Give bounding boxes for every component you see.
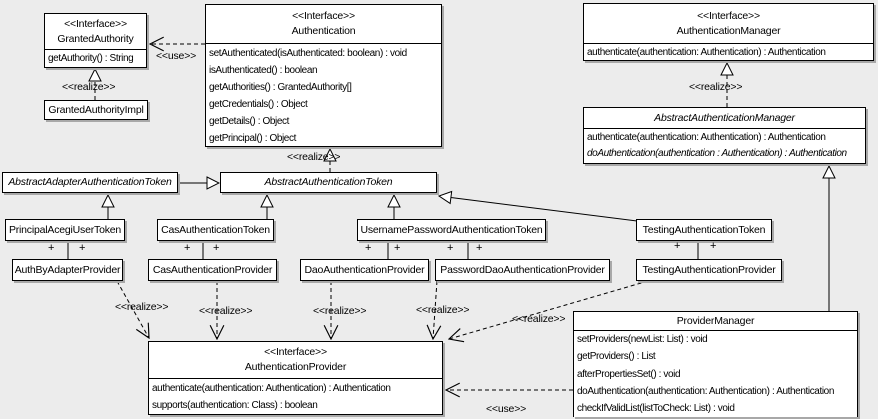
association-plus: + bbox=[394, 242, 401, 254]
association-plus: + bbox=[476, 242, 483, 254]
class-authentication: <<Interface>> Authentication setAuthenti… bbox=[205, 4, 442, 147]
method-label: afterPropertiesSet() : void bbox=[577, 368, 681, 380]
method-label: getProviders() : List bbox=[577, 351, 656, 363]
class-name: UsernamePasswordAuthenticationToken bbox=[360, 223, 543, 236]
class-abstract-authentication-token: AbstractAuthenticationToken bbox=[220, 172, 437, 193]
class-name: DaoAuthenticationProvider bbox=[304, 263, 425, 276]
class-name: GrantedAuthority bbox=[57, 32, 134, 45]
method-label: setAuthenticated(isAuthenticated: boolea… bbox=[209, 48, 407, 59]
stereotype-label: <<Interface>> bbox=[292, 10, 355, 22]
association-plus: + bbox=[213, 242, 220, 254]
class-header: <<Interface>> Authentication bbox=[206, 5, 441, 44]
class-password-dao-authentication-provider: PasswordDaoAuthenticationProvider bbox=[435, 259, 610, 281]
association-plus: + bbox=[365, 242, 372, 254]
method-label: authenticate(authentication: Authenticat… bbox=[587, 47, 826, 58]
method-label: getDetails() : Object bbox=[209, 116, 289, 127]
method-label: getAuthorities() : GrantedAuthority[] bbox=[209, 82, 352, 93]
class-header: <<Interface>> GrantedAuthority bbox=[45, 14, 146, 50]
stereotype-label: <<Interface>> bbox=[264, 346, 327, 358]
class-auth-by-adapter-provider: AuthByAdapterProvider bbox=[12, 259, 123, 281]
class-name: AbstractAuthenticationManager bbox=[654, 111, 795, 124]
class-header: AbstractAuthenticationManager bbox=[584, 108, 865, 129]
class-testing-authentication-provider: TestingAuthenticationProvider bbox=[636, 259, 782, 281]
class-abstract-adapter-authentication-token: AbstractAdapterAuthenticationToken bbox=[2, 172, 178, 193]
class-provider-manager: ProviderManager setProviders(newList: Li… bbox=[573, 311, 858, 418]
class-name: AuthenticationManager bbox=[676, 24, 781, 37]
class-name: Authentication bbox=[291, 25, 356, 37]
realize-label: <<realize>> bbox=[115, 301, 169, 313]
method-label: doAuthentication(authentication: Authent… bbox=[577, 385, 834, 397]
class-name: GrantedAuthorityImpl bbox=[48, 103, 144, 116]
association-plus: + bbox=[48, 242, 55, 254]
method-label: supports(authentication: Class) : boolea… bbox=[152, 400, 318, 411]
class-name: ProviderManager bbox=[676, 314, 755, 327]
association-plus: + bbox=[184, 242, 191, 254]
realize-label: <<realize>> bbox=[199, 305, 253, 317]
association-plus: + bbox=[447, 242, 454, 254]
class-header: <<Interface>> AuthenticationManager bbox=[584, 4, 873, 44]
class-name: PasswordDaoAuthenticationProvider bbox=[440, 263, 605, 276]
class-username-password-authentication-token: UsernamePasswordAuthenticationToken bbox=[357, 219, 546, 241]
class-name: AbstractAdapterAuthenticationToken bbox=[8, 176, 172, 188]
realize-arrow-passworddaoprovider bbox=[433, 280, 437, 339]
realize-label: <<realize>> bbox=[512, 313, 566, 325]
class-cas-authentication-token: CasAuthenticationToken bbox=[157, 219, 274, 241]
method-label: isAuthenticated() : boolean bbox=[209, 65, 318, 76]
method-label: getPrincipal() : Object bbox=[209, 133, 296, 144]
realize-label: <<realize>> bbox=[416, 304, 470, 316]
method-label: doAuthentication(authentication : Authen… bbox=[587, 148, 847, 159]
method-label: getCredentials() : Object bbox=[209, 99, 308, 110]
class-name: AbstractAuthenticationToken bbox=[264, 176, 393, 188]
method-label: authenticate(authentication: Authenticat… bbox=[587, 132, 826, 143]
class-header: ProviderManager bbox=[574, 312, 857, 331]
class-name: TestingAuthenticationProvider bbox=[642, 263, 776, 276]
class-authentication-provider: <<Interface>> AuthenticationProvider aut… bbox=[148, 341, 443, 415]
class-authentication-manager: <<Interface>> AuthenticationManager auth… bbox=[583, 3, 874, 61]
method-label: setProviders(newList: List) : void bbox=[577, 334, 708, 345]
realize-label: <<realize>> bbox=[689, 81, 743, 93]
stereotype-label: <<Interface>> bbox=[697, 9, 760, 22]
method-label: authenticate(authentication: Authenticat… bbox=[152, 383, 391, 394]
stereotype-label: <<Interface>> bbox=[64, 17, 127, 30]
realize-label: <<realize>> bbox=[313, 305, 367, 317]
class-cas-authentication-provider: CasAuthenticationProvider bbox=[148, 259, 277, 281]
association-plus: + bbox=[710, 240, 717, 252]
class-abstract-authentication-manager: AbstractAuthenticationManager authentica… bbox=[583, 107, 866, 164]
association-plus: + bbox=[79, 242, 86, 254]
realize-arrow-authbyadapterprovider bbox=[116, 280, 149, 338]
realize-label: <<realize>> bbox=[287, 151, 341, 163]
method-label: checkIfValidList(listToCheck: List) : vo… bbox=[577, 403, 735, 415]
class-header: <<Interface>> AuthenticationProvider bbox=[149, 342, 442, 379]
class-name: AuthByAdapterProvider bbox=[14, 263, 121, 276]
class-granted-authority-impl: GrantedAuthorityImpl bbox=[44, 100, 148, 120]
class-testing-authentication-token: TestingAuthenticationToken bbox=[636, 219, 772, 241]
use-label: <<use>> bbox=[486, 403, 527, 415]
class-dao-authentication-provider: DaoAuthenticationProvider bbox=[300, 259, 429, 281]
association-plus: + bbox=[674, 240, 681, 252]
class-granted-authority: <<Interface>> GrantedAuthority getAuthor… bbox=[44, 13, 147, 68]
class-name: PrincipalAcegiUserToken bbox=[8, 223, 122, 236]
generalization-testingtoken bbox=[439, 196, 638, 222]
method-label: getAuthority() : String bbox=[48, 53, 134, 64]
class-name: TestingAuthenticationToken bbox=[642, 223, 766, 236]
class-name: AuthenticationProvider bbox=[244, 361, 347, 373]
use-label: <<use>> bbox=[156, 50, 197, 62]
realize-label: <<realize>> bbox=[62, 81, 116, 93]
class-principal-acegi-user-token: PrincipalAcegiUserToken bbox=[5, 219, 125, 241]
class-name: CasAuthenticationToken bbox=[161, 223, 270, 236]
class-name: CasAuthenticationProvider bbox=[152, 263, 273, 276]
